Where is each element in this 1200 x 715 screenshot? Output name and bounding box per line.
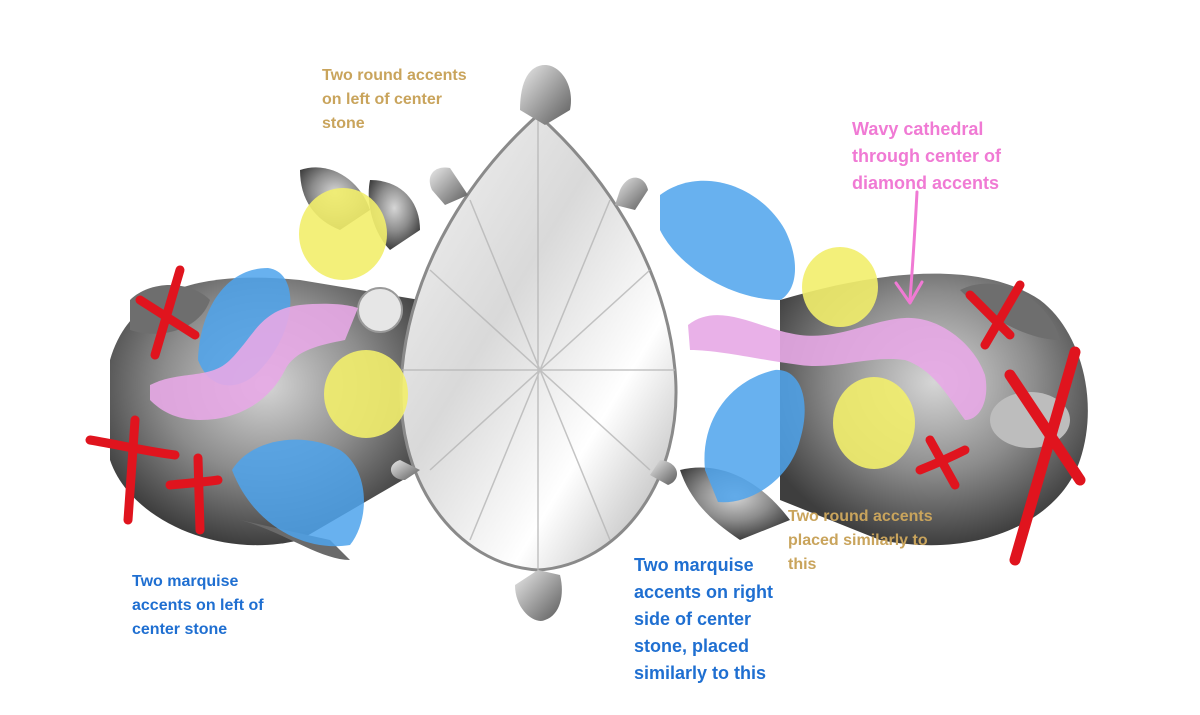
round-accent-highlight xyxy=(802,247,878,327)
marquise-highlight xyxy=(232,439,364,547)
pink-arrow-icon xyxy=(894,190,924,305)
annotation-marquise-left: Two marquise accents on left of center s… xyxy=(132,573,264,638)
annotation-round-right: Two round accents placed similarly to th… xyxy=(788,508,933,573)
annotation-round-left: Two round accents on left of center ston… xyxy=(322,67,467,132)
marquise-highlight xyxy=(660,180,796,300)
cathedral-highlight xyxy=(150,303,358,420)
cathedral-highlights xyxy=(150,303,987,420)
round-accent-highlight xyxy=(324,350,408,438)
cathedral-highlight xyxy=(688,315,987,420)
round-accent-highlights xyxy=(299,188,915,469)
marquise-highlights xyxy=(198,180,805,547)
round-accent-highlight xyxy=(833,377,915,469)
marquise-highlight xyxy=(704,369,805,503)
round-accent-highlight xyxy=(299,188,387,280)
red-x-mark-icon xyxy=(85,265,1086,566)
center-stone xyxy=(390,65,678,621)
annotation-cathedral: Wavy cathedral through center of diamond… xyxy=(852,119,1001,193)
annotation-marquise-right: Two marquise accents on right side of ce… xyxy=(634,555,774,683)
small-round-accent xyxy=(357,287,403,333)
